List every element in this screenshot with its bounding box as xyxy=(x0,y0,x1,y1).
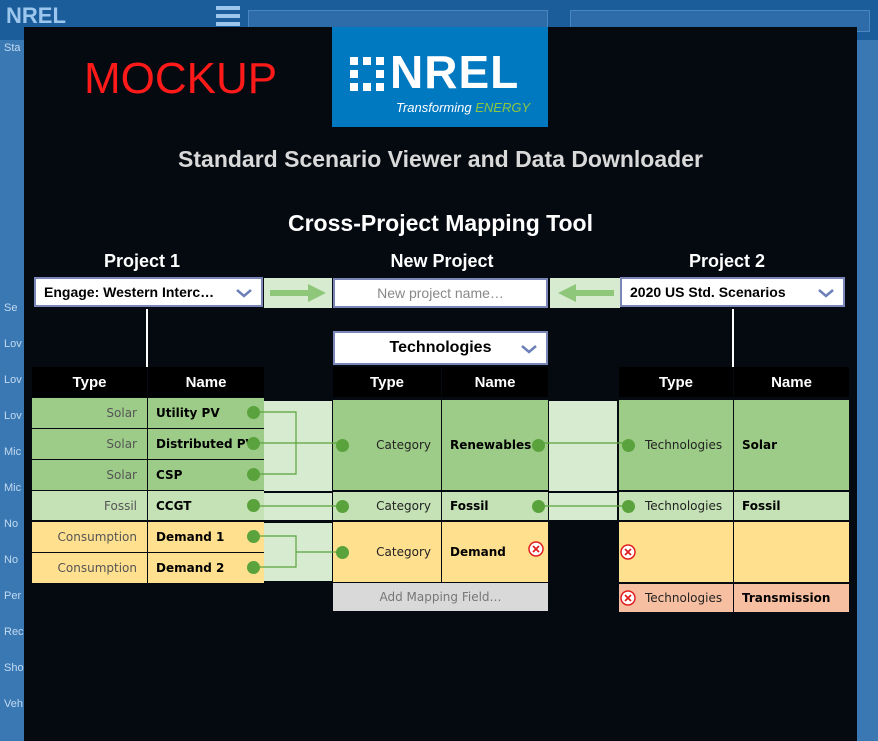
chevron-down-icon xyxy=(818,289,834,298)
mockup-label: MOCKUP xyxy=(84,54,278,103)
new-row-type: Category xyxy=(333,492,441,520)
tool-title: Cross-Project Mapping Tool xyxy=(288,210,593,236)
project2-row-name: Transmission xyxy=(734,584,849,612)
project2-name-header: Name xyxy=(734,367,849,397)
mapping-handle-dot[interactable] xyxy=(247,437,260,450)
project1-row-type: Fossil xyxy=(32,491,147,520)
technologies-select[interactable]: Technologies xyxy=(333,331,548,365)
bg-sidebar-item[interactable]: Rec xyxy=(4,626,24,638)
new-name-header: Name xyxy=(442,367,548,397)
page-title: Standard Scenario Viewer and Data Downlo… xyxy=(178,146,703,172)
bg-sidebar-item[interactable]: No xyxy=(4,554,19,566)
new-row-name: Fossil xyxy=(442,492,548,520)
bg-sidebar-item[interactable]: Veh xyxy=(4,698,23,710)
remove-icon[interactable] xyxy=(620,544,636,560)
bg-sidebar-item[interactable]: Se xyxy=(4,302,18,314)
nrel-tagline: Transforming ENERGY xyxy=(396,100,530,115)
project1-row-name: Demand 1 xyxy=(148,522,264,552)
project1-select-value: Engage: Western Interc… xyxy=(44,284,215,300)
hamburger-menu-icon[interactable] xyxy=(216,6,240,26)
project2-select[interactable]: 2020 US Std. Scenarios xyxy=(620,277,845,307)
mapping-handle-dot[interactable] xyxy=(622,439,635,452)
project1-row-name: Utility PV xyxy=(148,398,264,428)
chevron-down-icon xyxy=(236,289,252,298)
bg-sidebar-item[interactable]: Lov xyxy=(4,410,22,422)
mapping-handle-dot[interactable] xyxy=(247,468,260,481)
project2-row-type: Technologies xyxy=(619,400,733,490)
project2-row-name xyxy=(734,522,849,582)
project2-row-name: Solar xyxy=(734,400,849,490)
new-row-type: Category xyxy=(333,400,441,490)
project2-row-type xyxy=(619,522,733,582)
new-project-label: New Project xyxy=(390,251,494,271)
project1-row-name: CSP xyxy=(148,460,264,490)
project1-row-name: Distributed PV xyxy=(148,429,264,459)
mapping-handle-dot[interactable] xyxy=(247,499,260,512)
project2-row-name: Fossil xyxy=(734,492,849,520)
connector-line xyxy=(732,309,734,367)
nrel-logo: NREL Transforming ENERGY xyxy=(332,27,548,127)
mapping-handle-dot[interactable] xyxy=(622,500,635,513)
new-row-name: Renewables xyxy=(442,400,548,490)
project1-row-type: Solar xyxy=(32,460,147,490)
bg-sidebar-item[interactable]: Mic xyxy=(4,482,22,494)
bg-sidebar-item[interactable]: Lov xyxy=(4,338,22,350)
bg-sidebar-item[interactable]: Mic xyxy=(4,446,22,458)
new-project-name-input[interactable]: New project name… xyxy=(333,278,548,308)
new-row-type: Category xyxy=(333,522,441,582)
project2-row-type: Technologies xyxy=(619,492,733,520)
technologies-select-value: Technologies xyxy=(389,339,492,356)
new-type-header: Type xyxy=(333,367,441,397)
mapping-handle-dot[interactable] xyxy=(336,500,349,513)
mapping-handle-dot[interactable] xyxy=(247,561,260,574)
mapping-handle-dot[interactable] xyxy=(247,406,260,419)
bg-sidebar-item[interactable]: Sta xyxy=(4,42,21,54)
project1-type-header: Type xyxy=(32,367,147,397)
connector-line xyxy=(146,309,148,367)
project1-row-type: Consumption xyxy=(32,522,147,552)
project1-row-name: CCGT xyxy=(148,491,264,520)
new-project-placeholder: New project name… xyxy=(377,285,504,301)
mapping-connector xyxy=(264,523,332,581)
mapping-handle-dot[interactable] xyxy=(336,439,349,452)
mapping-handle-dot[interactable] xyxy=(247,530,260,543)
mapping-handle-dot[interactable] xyxy=(532,439,545,452)
project1-row-type: Solar xyxy=(32,398,147,428)
bg-logo: NREL xyxy=(6,3,66,28)
project2-row-type: Technologies xyxy=(619,584,733,612)
project1-row-name: Demand 2 xyxy=(148,553,264,583)
chevron-down-icon xyxy=(521,345,537,354)
mapping-handle-dot[interactable] xyxy=(336,546,349,559)
project2-label: Project 2 xyxy=(688,251,766,271)
remove-icon[interactable] xyxy=(528,541,544,557)
bg-sidebar-item[interactable]: Sho xyxy=(4,662,24,674)
nrel-wordmark: NREL xyxy=(390,46,520,98)
project1-row-type: Solar xyxy=(32,429,147,459)
nrel-tagline-energy: ENERGY xyxy=(475,100,531,115)
remove-icon[interactable] xyxy=(620,590,636,606)
add-mapping-field-button[interactable]: Add Mapping Field… xyxy=(333,583,548,611)
bg-sidebar-item[interactable]: Per xyxy=(4,590,22,602)
project1-select[interactable]: Engage: Western Interc… xyxy=(34,277,263,307)
mapping-connector xyxy=(549,493,617,520)
arrow-left-icon xyxy=(550,278,620,308)
project1-row-type: Consumption xyxy=(32,553,147,583)
nrel-mark-icon xyxy=(350,57,384,91)
arrow-right-icon xyxy=(264,278,332,308)
mapping-connector xyxy=(264,401,332,491)
project2-select-value: 2020 US Std. Scenarios xyxy=(630,284,786,300)
bg-sidebar-item[interactable]: Lov xyxy=(4,374,22,386)
mockup-modal: MOCKUP NREL Transforming ENERGY Standard… xyxy=(24,27,857,741)
project1-label: Project 1 xyxy=(103,251,181,271)
nrel-tagline-prefix: Transforming xyxy=(396,100,476,115)
bg-sidebar: Sta Lov Lov Lov Mic Mic No No Per Rec Sh… xyxy=(0,40,24,741)
mapping-handle-dot[interactable] xyxy=(532,500,545,513)
mapping-connector xyxy=(549,401,617,491)
project2-type-header: Type xyxy=(619,367,733,397)
bg-sidebar-item[interactable]: No xyxy=(4,518,19,530)
mapping-connector xyxy=(264,493,332,520)
project1-name-header: Name xyxy=(148,367,264,397)
bg-right-strip xyxy=(856,40,878,741)
